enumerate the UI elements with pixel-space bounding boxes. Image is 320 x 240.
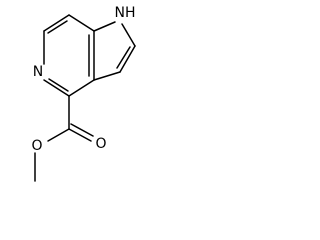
methyl-ester-group [34,95,94,182]
bond-c2-c3-inner [116,46,131,69]
atom-label-n-ring: N [33,64,43,80]
bond-c4-c3a [68,79,95,97]
bond-c2-c3 [119,45,136,73]
atom-label-nh: NH [115,5,136,21]
chemical-structure-diagram: NH N O O [31,5,136,182]
atom-label-o-ester: O [31,138,42,154]
bond-carbonyl-c-o-double-2 [70,123,94,137]
atom-label-o-carbonyl: O [95,136,106,152]
bond-n5-c4 [43,79,70,97]
pyridine-ring [43,14,95,97]
bond-carbonyl-c-o-single [47,128,70,142]
bond-c3-c3a [93,71,121,81]
bond-c7-c7a [68,14,95,32]
bond-n1-c2 [121,23,136,47]
pyrrole-ring [93,21,136,81]
bond-n5-c4-inner [48,78,69,92]
bond-carbonyl-c-o-double-1 [68,128,92,142]
bond-c7-c6 [43,14,70,32]
bond-c7-c6-inner [47,20,68,34]
bond-c7a-n1 [93,21,116,32]
